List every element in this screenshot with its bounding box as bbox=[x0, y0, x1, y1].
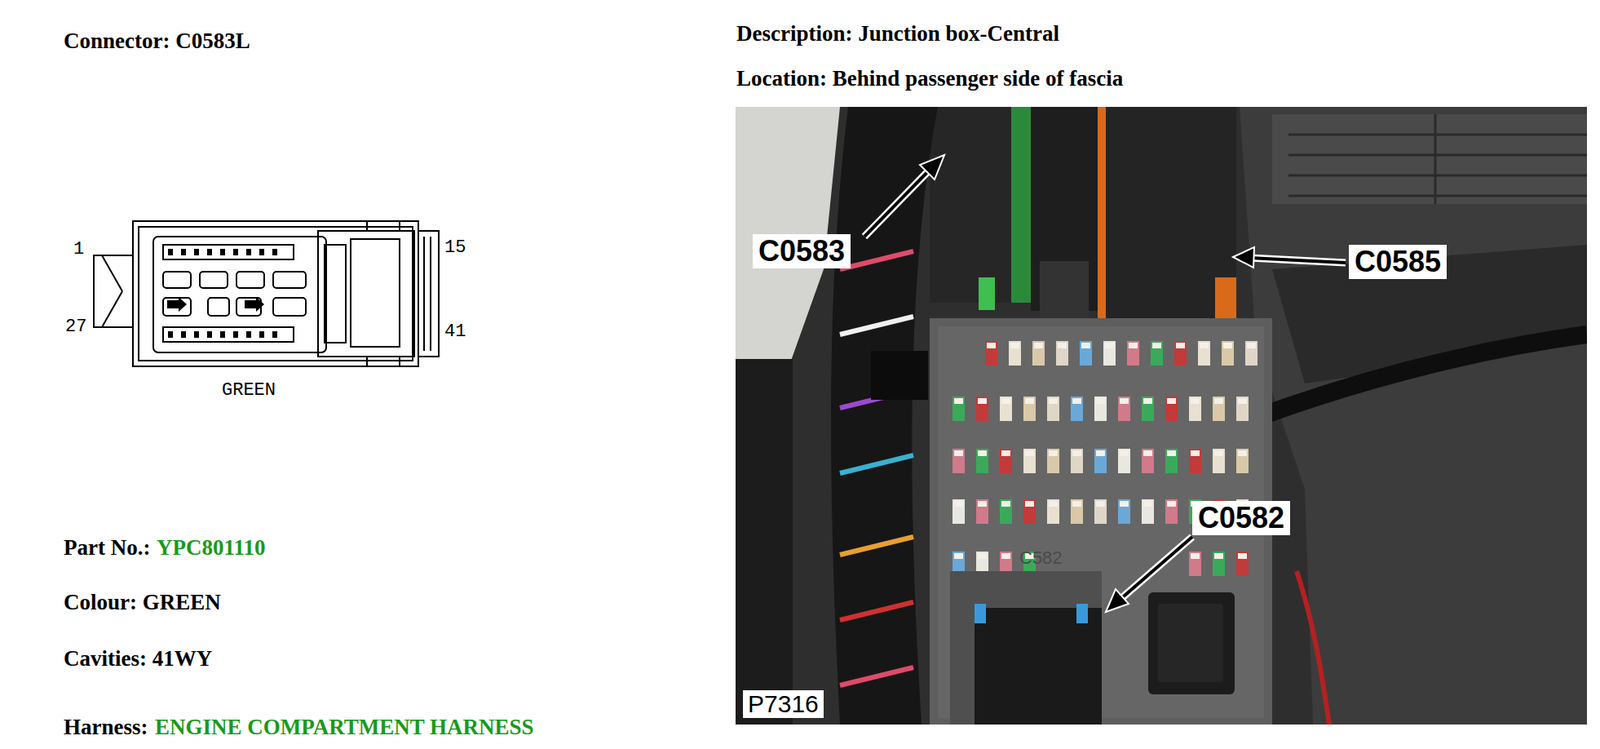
callout-label: C0583 bbox=[752, 234, 851, 269]
leader-arrow bbox=[864, 154, 1346, 612]
field-name: Part No.: bbox=[63, 536, 151, 559]
connector-drawing bbox=[93, 220, 439, 367]
field-value: Cavities: 41WY bbox=[63, 647, 213, 670]
heading: Connector: C0583L bbox=[63, 30, 251, 53]
colour-label: GREEN bbox=[221, 381, 276, 400]
heading: Location: Behind passenger side of fasci… bbox=[736, 67, 1123, 90]
field-value: Colour: GREEN bbox=[63, 591, 221, 614]
photo-number: P7316 bbox=[742, 689, 824, 718]
part-number: YPC801110 bbox=[156, 536, 266, 559]
connector-cavities bbox=[163, 271, 306, 316]
callout-label: C0582 bbox=[1192, 500, 1291, 535]
callout-label: C0585 bbox=[1348, 244, 1447, 279]
field-name: Harness: bbox=[63, 716, 149, 739]
pin-number: 15 bbox=[444, 238, 466, 257]
embossed-text: C582 bbox=[1019, 548, 1063, 567]
harness-name: ENGINE COMPARTMENT HARNESS bbox=[154, 716, 535, 739]
heading: Description: Junction box-Central bbox=[736, 22, 1060, 45]
pin-number: 27 bbox=[65, 318, 87, 336]
pin-number: 1 bbox=[73, 240, 84, 259]
photo bbox=[735, 106, 1587, 725]
connector-pins bbox=[167, 248, 278, 338]
pin-number: 41 bbox=[444, 322, 466, 341]
